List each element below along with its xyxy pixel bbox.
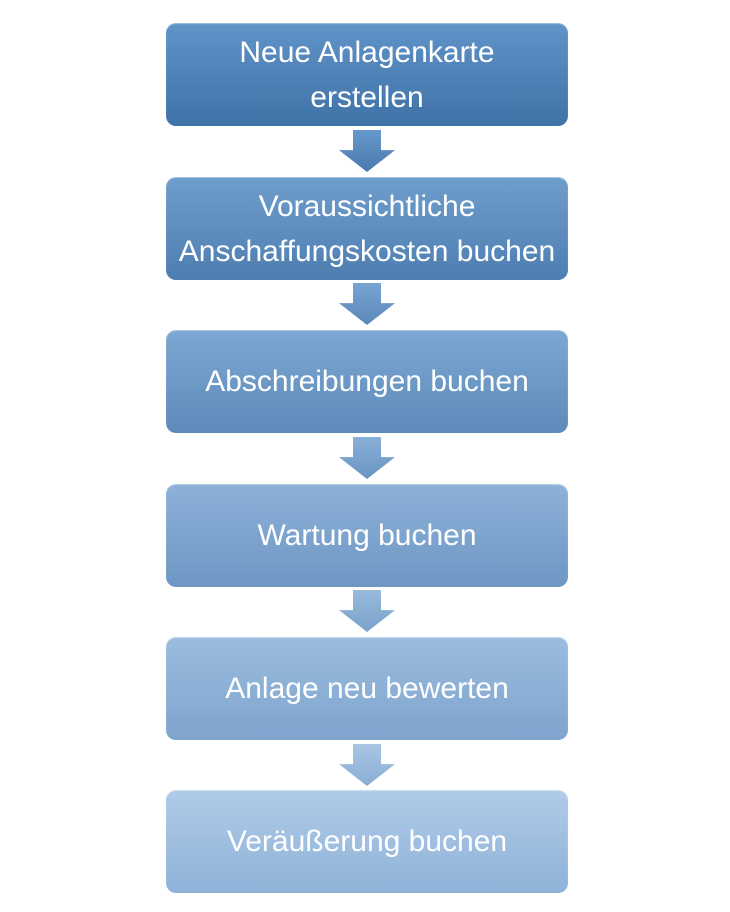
step-box-neue-anlagenkarte: Neue Anlagenkarte erstellen — [166, 23, 568, 126]
step-label-line: Veräußerung buchen — [226, 825, 508, 858]
step-label-line: Voraussichtliche — [258, 189, 476, 223]
arrow-down-icon — [339, 744, 395, 786]
step-box-veraeusserung: Veräußerung buchen — [166, 790, 568, 893]
arrow-down-icon — [339, 437, 395, 479]
step-box-abschreibungen: Abschreibungen buchen — [166, 330, 568, 433]
step-label-line: erstellen — [310, 80, 424, 114]
step-label-line: Wartung buchen — [257, 519, 477, 552]
step-box-anschaffungskosten: Voraussichtliche Anschaffungskosten buch… — [166, 177, 568, 280]
step-label-line: Abschreibungen buchen — [205, 365, 529, 398]
step-label-line: Anlage neu bewerten — [225, 672, 509, 705]
step-box-wartung: Wartung buchen — [166, 484, 568, 587]
step-label-line: Anschaffungskosten buchen — [178, 234, 556, 268]
arrow-down-icon — [339, 283, 395, 325]
step-label-line: Neue Anlagenkarte — [239, 35, 495, 69]
arrow-down-icon — [339, 590, 395, 632]
step-box-anlage-neu-bewerten: Anlage neu bewerten — [166, 637, 568, 740]
arrow-down-icon — [339, 130, 395, 172]
